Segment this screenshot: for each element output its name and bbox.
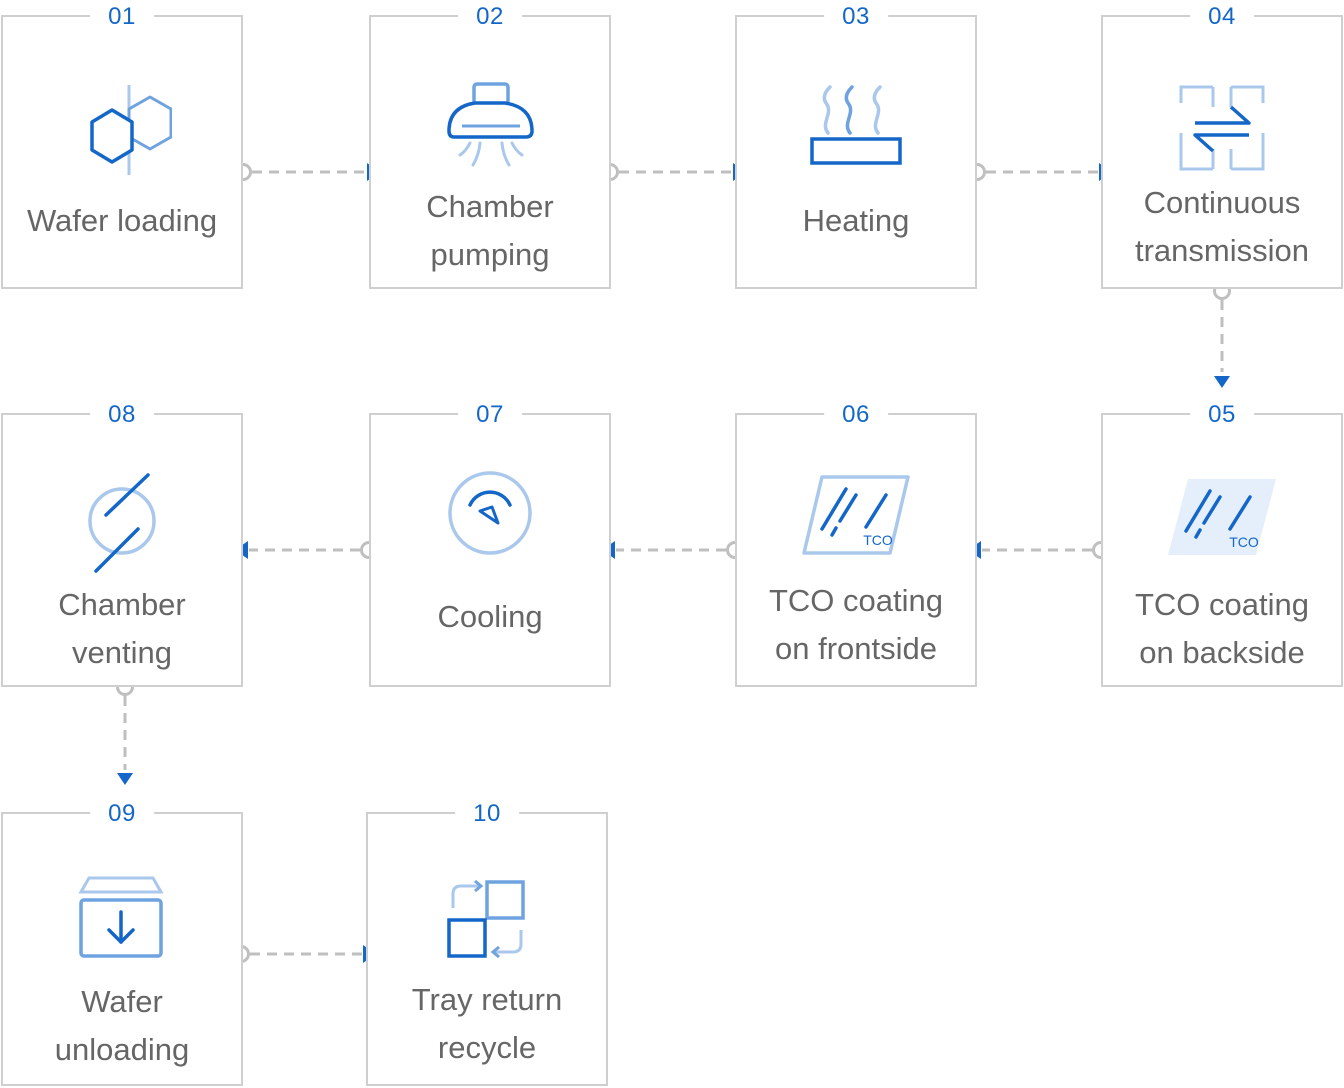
step-04-box: 04 Continuous transmission bbox=[1101, 4, 1343, 289]
step-01-box: 01 Wafer loading bbox=[1, 4, 243, 289]
vacuum-pump-icon bbox=[447, 82, 534, 167]
tco-panel-outline-icon: TCO bbox=[802, 475, 910, 555]
step-06-label: TCO coating on frontside bbox=[768, 583, 943, 666]
connector-07-08 bbox=[235, 541, 378, 559]
step-07-box: 07 Cooling bbox=[369, 402, 611, 687]
tco-panel-filled-icon: TCO bbox=[1168, 479, 1276, 555]
step-05-number: 05 bbox=[1190, 402, 1254, 428]
step-03-number: 03 bbox=[824, 4, 888, 30]
tco-badge-text: TCO bbox=[863, 532, 893, 548]
step-03-label: Heating bbox=[802, 203, 910, 238]
connector-06-07 bbox=[602, 541, 744, 559]
cooling-gauge-icon bbox=[448, 471, 532, 555]
step-09-label: Wafer unloading bbox=[54, 984, 190, 1067]
connector-01-02 bbox=[234, 163, 380, 181]
step-06-box: 06 TCO TCO coating on frontside bbox=[735, 402, 977, 687]
step-07-label: Cooling bbox=[437, 599, 543, 634]
step-08-number: 08 bbox=[90, 402, 154, 428]
step-09-number: 09 bbox=[90, 801, 154, 827]
connector-03-04 bbox=[968, 163, 1112, 181]
step-07-number: 07 bbox=[458, 402, 522, 428]
step-02-box: 02 Chamber pumping bbox=[369, 4, 611, 289]
connector-05-06 bbox=[968, 541, 1110, 559]
venting-icon bbox=[88, 473, 156, 573]
unload-tray-icon bbox=[78, 876, 164, 958]
transfer-arrows-icon bbox=[1179, 85, 1265, 171]
step-06-number: 06 bbox=[824, 402, 888, 428]
step-10-box: 10 Tray return recycle bbox=[366, 801, 608, 1086]
step-08-label: Chamber venting bbox=[58, 587, 186, 670]
connector-04-05 bbox=[1213, 282, 1231, 388]
hexagons-icon bbox=[90, 85, 172, 175]
step-05-label: TCO coating on backside bbox=[1134, 587, 1309, 670]
connector-02-03 bbox=[601, 163, 746, 181]
connector-08-09 bbox=[116, 678, 134, 785]
step-02-label: Chamber pumping bbox=[426, 189, 554, 272]
step-10-label: Tray return recycle bbox=[411, 982, 563, 1065]
step-09-box: 09 Wafer unloading bbox=[1, 801, 243, 1086]
step-04-label: Continuous transmission bbox=[1135, 185, 1309, 268]
recycle-squares-icon bbox=[447, 879, 525, 959]
step-01-number: 01 bbox=[90, 4, 154, 30]
step-01-label: Wafer loading bbox=[26, 203, 218, 238]
tco-badge-text: TCO bbox=[1229, 534, 1259, 550]
connector-09-10 bbox=[232, 945, 376, 963]
step-03-box: 03 Heating bbox=[735, 4, 977, 289]
step-04-number: 04 bbox=[1190, 4, 1254, 30]
step-10-number: 10 bbox=[455, 801, 519, 827]
step-08-box: 08 Chamber venting bbox=[1, 402, 243, 687]
step-05-box: 05 TCO TCO coating on backside bbox=[1101, 402, 1343, 687]
step-02-number: 02 bbox=[458, 4, 522, 30]
heater-icon bbox=[810, 85, 902, 165]
